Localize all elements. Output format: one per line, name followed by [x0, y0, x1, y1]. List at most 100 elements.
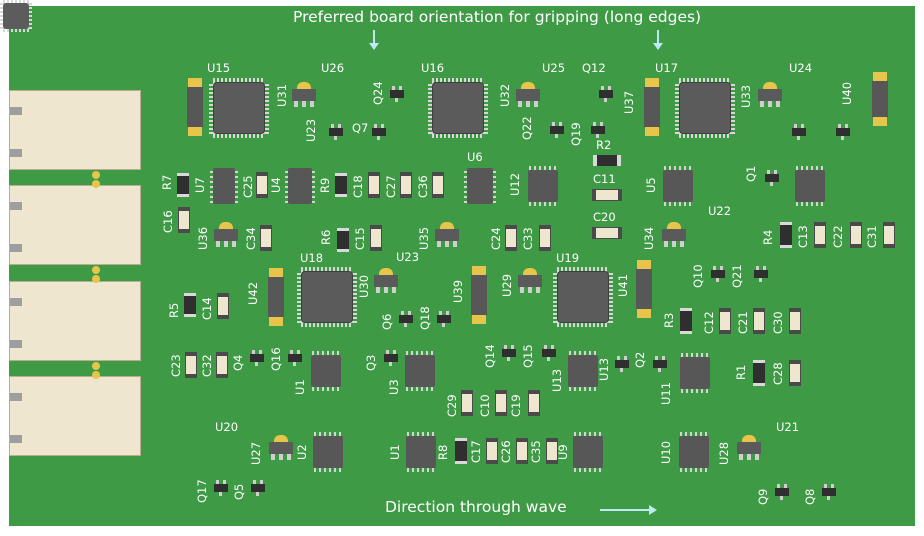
resistor [455, 438, 467, 464]
sot-package [434, 222, 460, 250]
connector-4 [9, 376, 141, 456]
label-C13: C13 [796, 225, 810, 248]
label-C21: C21 [736, 311, 750, 334]
capacitor [260, 225, 272, 251]
resistor [337, 228, 349, 252]
qfp-chip [209, 78, 269, 138]
label-U10: U10 [659, 440, 673, 464]
label-C17: C17 [469, 440, 483, 463]
label-R8: R8 [436, 444, 450, 460]
label-Q5: Q5 [232, 483, 246, 500]
label-U9: U9 [556, 444, 570, 460]
transistor [288, 350, 302, 366]
transistor [754, 266, 768, 282]
transistor [250, 350, 264, 366]
label-Q8: Q8 [803, 488, 817, 505]
resistor [335, 173, 347, 197]
label-U21: U21 [776, 420, 800, 434]
qfp-chip [553, 267, 613, 327]
label-Q10: Q10 [691, 264, 705, 288]
soic-package [468, 266, 490, 324]
label-Q15: Q15 [521, 344, 535, 368]
capacitor [789, 308, 801, 334]
top-note: Preferred board orientation for gripping… [293, 8, 702, 26]
transistor [502, 345, 516, 361]
capacitor [592, 189, 622, 201]
transistor [836, 124, 850, 140]
resistor [184, 293, 196, 317]
label-U2: U2 [295, 444, 309, 460]
capacitor [719, 308, 731, 334]
label-C16: C16 [161, 210, 175, 233]
sot-package [661, 222, 687, 250]
capacitor [216, 352, 228, 378]
label-R7: R7 [160, 174, 174, 190]
resistor [177, 173, 189, 197]
mounting-dot [92, 266, 100, 274]
label-U1: U1 [293, 379, 307, 395]
label-U36: U36 [196, 226, 210, 250]
label-Q1: Q1 [744, 165, 758, 182]
soic-package [641, 78, 663, 136]
label-Q17: Q17 [195, 479, 209, 503]
label-C27: C27 [384, 175, 398, 198]
soic-chip [793, 166, 827, 206]
label-U1: U1 [388, 444, 402, 460]
label-U13: U13 [550, 368, 564, 392]
soic-chip [309, 351, 343, 391]
label-U40: U40 [840, 81, 854, 105]
label-Q3: Q3 [364, 354, 378, 371]
resistor [780, 222, 792, 248]
qfp-chip [297, 267, 357, 327]
qfp-chip [428, 78, 488, 138]
label-C32: C32 [200, 354, 214, 377]
capacitor [495, 390, 507, 416]
capacitor [370, 225, 382, 251]
soic-chip [571, 432, 605, 472]
transistor [214, 480, 228, 496]
sot-package [213, 222, 239, 250]
mounting-dot [92, 362, 100, 370]
label-U6: U6 [467, 150, 483, 164]
label-Q4: Q4 [231, 354, 245, 371]
transistor [372, 124, 386, 140]
label-U23: U23 [396, 250, 420, 264]
mounting-dot [92, 275, 100, 283]
soic-package [869, 72, 891, 126]
soic-chip [404, 432, 438, 472]
soic-chip [210, 166, 238, 206]
label-Q2: Q2 [633, 351, 647, 368]
label-C10: C10 [478, 394, 492, 417]
label-Q9: Q9 [756, 488, 770, 505]
transistor [550, 122, 564, 138]
label-Q7: Q7 [352, 121, 369, 135]
transistor [542, 345, 556, 361]
label-U27: U27 [249, 441, 263, 465]
connector-1 [9, 90, 141, 170]
label-U16: U16 [421, 61, 445, 75]
resistor [680, 308, 692, 334]
capacitor [461, 390, 473, 416]
label-C23: C23 [169, 354, 183, 377]
label-U30: U30 [357, 274, 371, 298]
label-C15: C15 [353, 227, 367, 250]
soic-chip [526, 166, 560, 206]
sot-package [515, 82, 541, 110]
capacitor [592, 227, 622, 239]
transistor [765, 170, 779, 186]
capacitor [178, 207, 190, 233]
bottom-note: Direction through wave [385, 498, 567, 516]
transistor [653, 356, 667, 372]
capacitor [185, 352, 197, 378]
label-U13: U13 [597, 357, 611, 381]
label-U32: U32 [498, 83, 512, 107]
label-U22: U22 [708, 204, 732, 218]
sot-package [268, 435, 294, 463]
label-R3: R3 [662, 312, 676, 328]
label-R2: R2 [596, 138, 612, 152]
label-C19: C19 [509, 394, 523, 417]
label-C22: C22 [831, 225, 845, 248]
transistor [390, 86, 404, 102]
label-Q19: Q19 [569, 122, 583, 146]
